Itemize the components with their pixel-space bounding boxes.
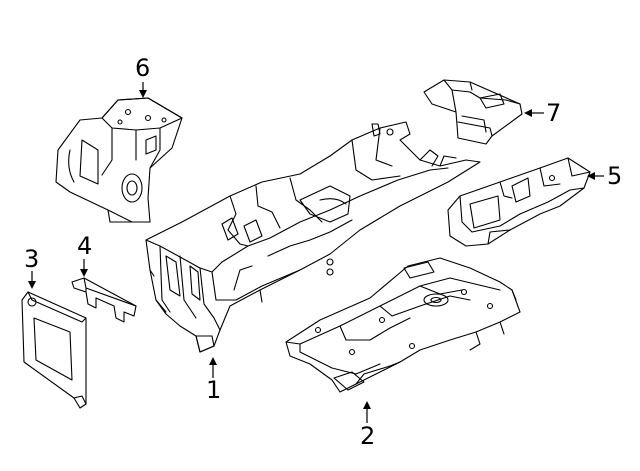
part-2-plate[interactable] [285,257,521,393]
callout-5: 5 [607,162,623,190]
part-3-panel[interactable] [21,291,87,409]
callout-6: 6 [135,54,151,82]
callout-4: 4 [77,232,93,260]
callout-1: 1 [206,376,222,404]
part-4-strip[interactable] [71,277,137,323]
leader-lines [28,82,604,423]
callout-2: 2 [360,422,376,450]
part-6-bracket[interactable] [55,97,183,223]
callout-7: 7 [546,99,562,127]
callout-3: 3 [24,245,40,273]
part-7-bracket[interactable] [423,79,523,145]
part-5-tray[interactable] [447,157,591,247]
part-1-console[interactable] [145,121,481,353]
